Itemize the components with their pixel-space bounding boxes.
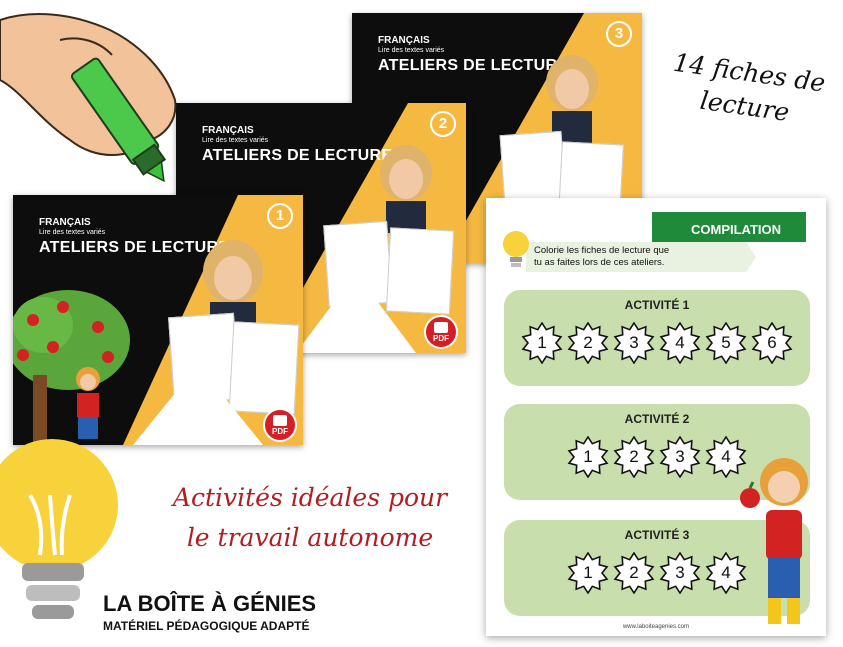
activities-note: Activités idéales pour le travail autono… [130,478,490,558]
activities-note-line1: Activités idéales pour [172,483,448,512]
reading-sheet-star: 3 [613,321,655,365]
instruction-line2: tu as faites lors de ces ateliers. [534,257,665,268]
activity-band-2: ACTIVITÉ 2 1 2 3 4 [504,404,810,500]
fiches-count-note: 14 fiches de lecture [648,43,843,137]
reading-sheet-star: 5 [705,321,747,365]
cover-category: FRANÇAIS [378,35,430,46]
reading-sheet-number: 4 [721,447,731,466]
hand-with-marker-illustration [0,13,177,183]
apple-tree-illustration [13,290,130,445]
instruction-strip [526,242,756,272]
reading-sheet-star: 4 [705,551,747,595]
cover-subtitle: Lire des textes variés [378,47,445,54]
cover-title: ATELIERS DE LECTURE [39,239,230,256]
white-wedge [133,365,263,445]
activity-label: ACTIVITÉ 2 [624,412,690,426]
cover-title: ATELIERS DE LECTURE [378,57,569,74]
reading-sheet-number: 5 [721,333,731,352]
reading-sheet-number: 2 [583,333,593,352]
cover-title: ATELIERS DE LECTURE [202,147,393,164]
reading-sheet-star: 1 [567,551,609,595]
pdf-icon: PDF [263,408,297,442]
cover-subtitle: Lire des textes variés [39,229,106,236]
reading-sheet-number: 1 [537,333,547,352]
cover-atelier-1: FRANÇAIS Lire des textes variés ATELIERS… [13,195,303,445]
activity-band-1: ACTIVITÉ 1 1 2 3 4 5 6 [504,290,810,386]
pdf-icon: PDF [424,315,458,349]
lightbulb-logo-icon [0,439,118,619]
activity-band-3: ACTIVITÉ 3 1 2 3 4 [504,520,810,616]
reading-sheet-number: 3 [629,333,639,352]
cover-number-badge: 1 [267,203,293,229]
instruction-text: Colorie les fiches de lecture que tu as … [534,245,669,269]
compilation-banner-label: COMPILATION [690,222,782,237]
worksheet-thumbnail [499,130,567,208]
compilation-sheet: COMPILATION Colorie les fiches de lectur… [486,198,826,636]
activity-label: ACTIVITÉ 3 [624,528,690,542]
activity-stars-row: 1 2 3 4 [504,551,810,596]
activity-stars-row: 1 2 3 4 [504,435,810,480]
cover-number-badge: 2 [430,111,456,137]
reading-sheet-number: 3 [675,447,685,466]
reading-sheet-star: 6 [751,321,793,365]
reading-sheet-number: 1 [583,447,593,466]
reading-sheet-star: 3 [659,435,701,479]
reading-sheet-star: 2 [567,321,609,365]
reading-sheet-star: 2 [613,551,655,595]
reading-sheet-number: 6 [767,333,777,352]
reading-sheet-star: 1 [567,435,609,479]
cover-category: FRANÇAIS [39,217,91,228]
reading-sheet-star: 4 [659,321,701,365]
brand-name: LA BOÎTE À GÉNIES [103,591,317,616]
reading-sheet-star: 4 [705,435,747,479]
reading-sheet-number: 4 [675,333,685,352]
reading-sheet-number: 2 [629,447,639,466]
reading-sheet-star: 1 [521,321,563,365]
reading-sheet-star: 3 [659,551,701,595]
girl-illustration [546,55,598,143]
activity-label: ACTIVITÉ 1 [624,298,690,312]
girl-with-apple-illustration [740,458,808,624]
cover-number-badge: 3 [606,21,632,47]
reading-sheet-number: 1 [583,563,593,582]
reading-sheet-number: 3 [675,563,685,582]
white-wedge [296,273,416,353]
website-footer: www.laboiteagenies.com [622,624,690,630]
child-illustration [76,367,100,439]
instruction-line1: Colorie les fiches de lecture que [534,245,670,256]
girl-illustration [380,145,432,233]
activities-note-line2: le travail autonome [186,523,434,552]
reading-sheet-number: 2 [629,563,639,582]
lightbulb-icon [503,231,529,267]
activity-stars-row: 1 2 3 4 5 6 [504,321,810,366]
cover-subtitle: Lire des textes variés [202,137,269,144]
reading-sheet-number: 4 [721,563,731,582]
brand-tagline: MATÉRIEL PÉDAGOGIQUE ADAPTÉ [103,619,310,633]
reading-sheet-star: 2 [613,435,655,479]
cover-category: FRANÇAIS [202,125,254,136]
